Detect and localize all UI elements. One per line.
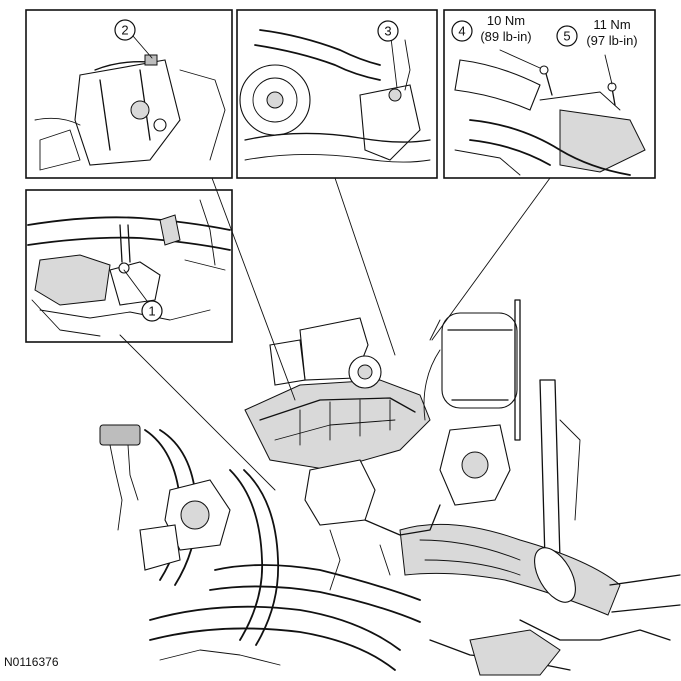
detail-box-1 xyxy=(25,189,233,343)
callout-5: 5 xyxy=(556,25,613,85)
figure-id: N0116376 xyxy=(4,655,59,669)
engine-assembly xyxy=(99,299,681,676)
callout-3-number: 3 xyxy=(384,24,391,39)
callout-1: 1 xyxy=(123,269,163,322)
callout-4-torque-nm: 10 Nm xyxy=(487,13,525,28)
callout-2: 2 xyxy=(114,19,153,59)
callout-2-number: 2 xyxy=(121,23,128,38)
detail-box-3 xyxy=(236,9,438,179)
callout-1-number: 1 xyxy=(148,304,155,319)
callout-4-torque-lbin: (89 lb-in) xyxy=(480,29,531,44)
callout-4: 4 xyxy=(451,20,541,69)
callout-5-torque-nm: 11 Nm xyxy=(593,17,630,32)
detail-box-4-5 xyxy=(443,9,656,179)
callout-5-torque-lbin: (97 lb-in) xyxy=(586,33,637,48)
detail-box-2 xyxy=(25,9,233,179)
callout-5-number: 5 xyxy=(563,29,570,44)
callout-3: 3 xyxy=(377,20,399,89)
callout-4-number: 4 xyxy=(458,24,465,39)
leader-lines xyxy=(119,177,551,491)
